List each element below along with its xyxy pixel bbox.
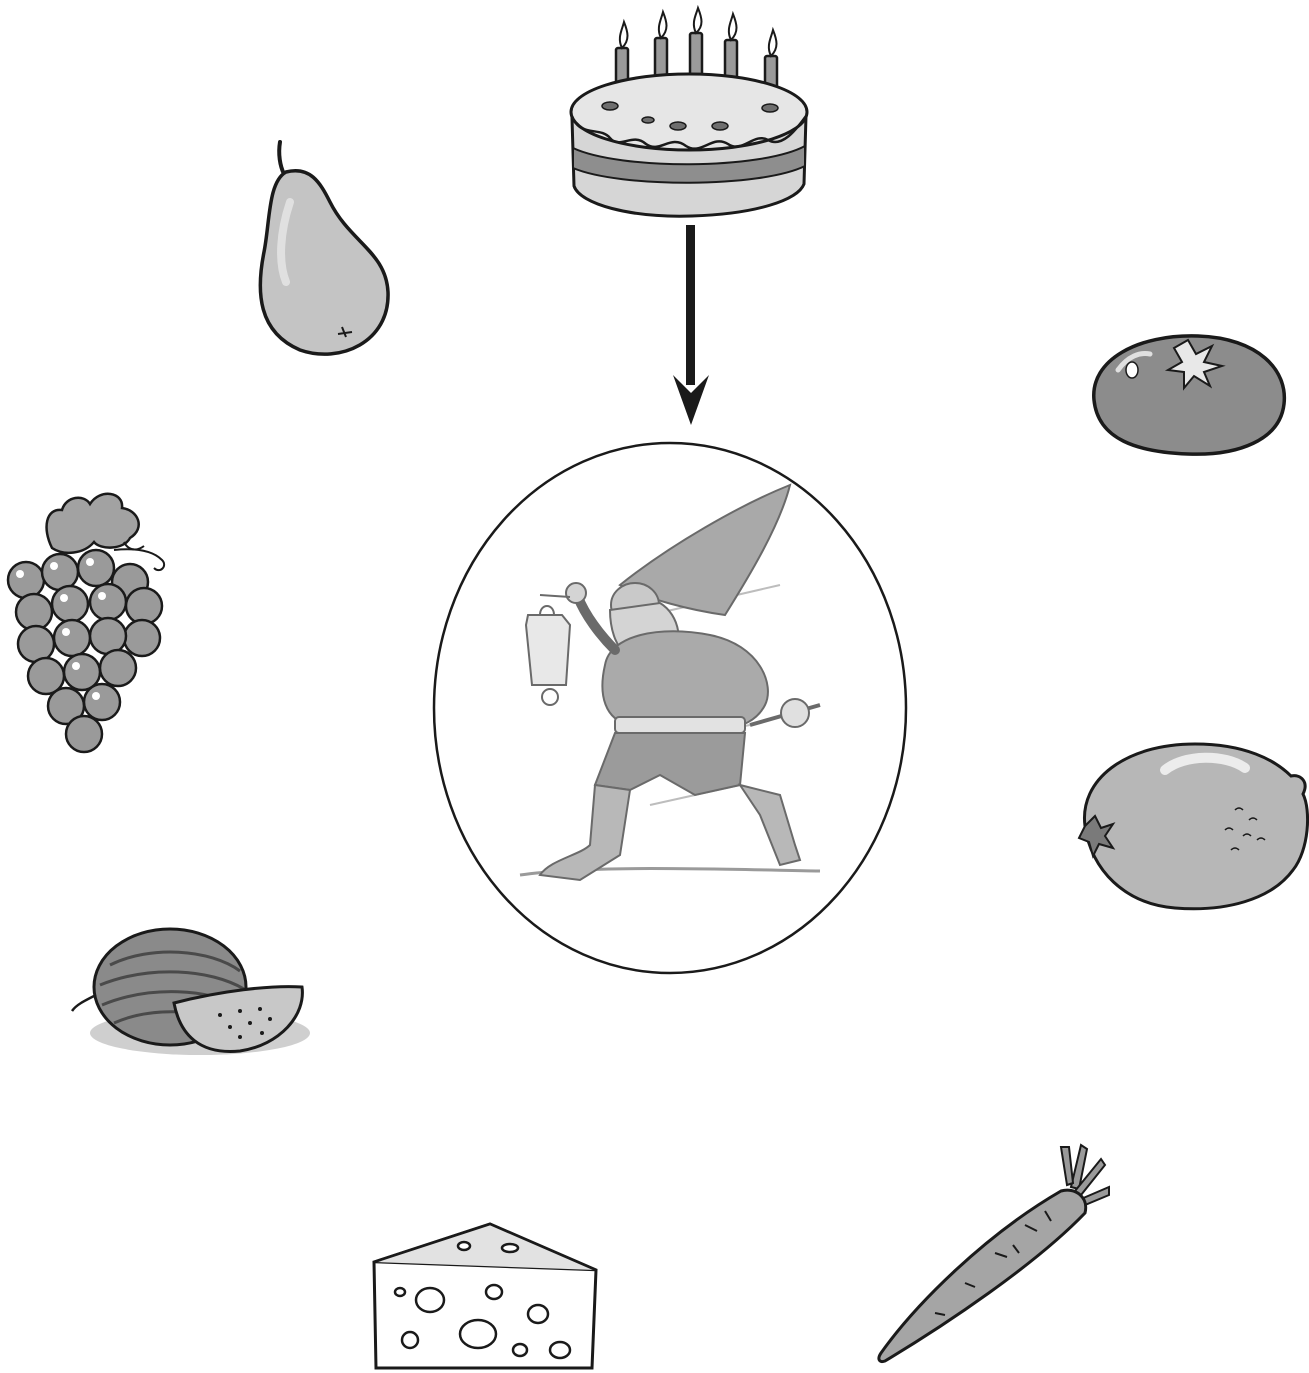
lemon-icon — [1075, 740, 1309, 912]
arrow-down-icon — [670, 225, 714, 430]
grapes-icon — [4, 488, 172, 756]
watermelon-icon — [70, 915, 310, 1060]
birthday-cake-icon — [560, 8, 820, 223]
gnome-with-lantern-icon — [510, 485, 840, 895]
pear-icon — [250, 142, 395, 357]
carrot-icon — [875, 1135, 1115, 1370]
tomato-icon — [1088, 330, 1288, 460]
cheese-icon — [370, 1222, 602, 1372]
